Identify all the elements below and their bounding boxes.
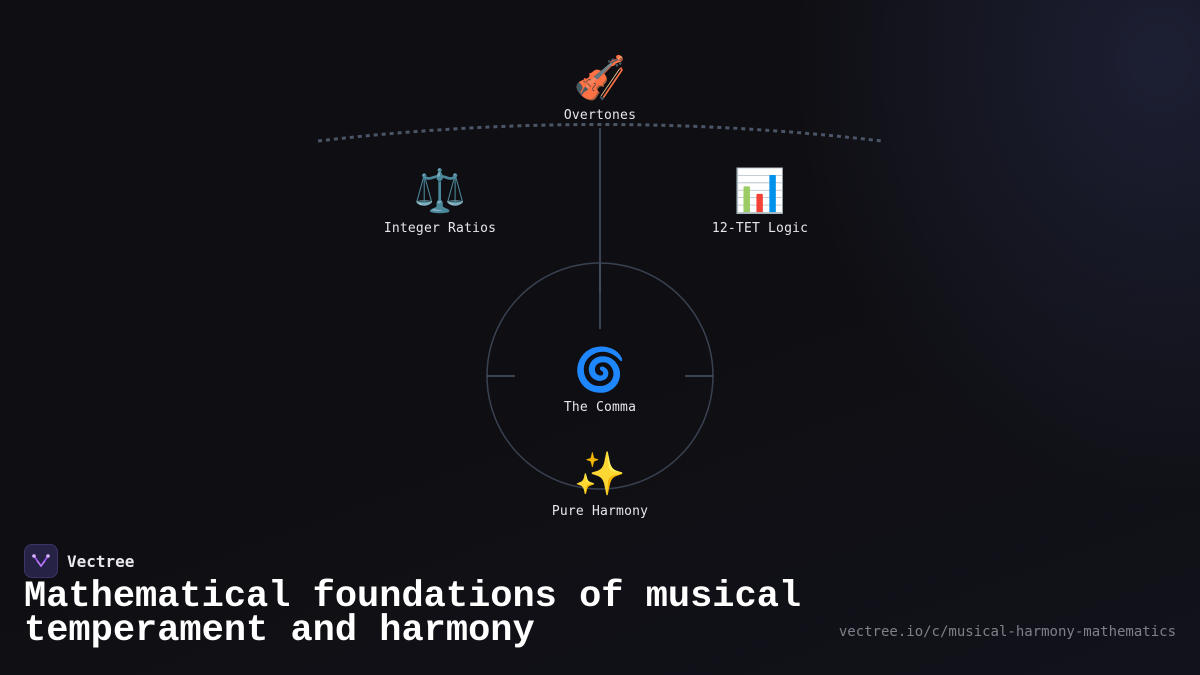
- bar-chart-icon: 📊: [733, 166, 787, 215]
- page-title: Mathematical foundations of musical temp…: [24, 576, 802, 652]
- node-overtones: 🎻 Overtones: [563, 53, 637, 124]
- vectree-logo-icon: [24, 544, 58, 578]
- node-the-comma: 🌀 The Comma: [563, 345, 637, 416]
- node-integer-ratios: ⚖️ Integer Ratios: [383, 166, 497, 237]
- source-url: vectree.io/c/musical-harmony-mathematics: [838, 624, 1176, 640]
- node-label: Overtones: [563, 108, 637, 123]
- node-label: Pure Harmony: [551, 504, 649, 519]
- node-pure-harmony: ✨ Pure Harmony: [551, 449, 649, 520]
- spiral-icon: 🌀: [573, 345, 627, 394]
- violin-icon: 🎻: [573, 53, 627, 102]
- dotted-arc: [317, 123, 883, 143]
- sparkles-icon: ✨: [573, 449, 627, 498]
- brand: Vectree: [24, 544, 134, 578]
- node-label: 12-TET Logic: [711, 221, 809, 236]
- node-label: Integer Ratios: [383, 221, 497, 236]
- brand-name: Vectree: [67, 551, 135, 571]
- balance-scale-icon: ⚖️: [413, 166, 467, 215]
- node-12tet-logic: 📊 12-TET Logic: [711, 166, 809, 237]
- node-label: The Comma: [563, 400, 637, 415]
